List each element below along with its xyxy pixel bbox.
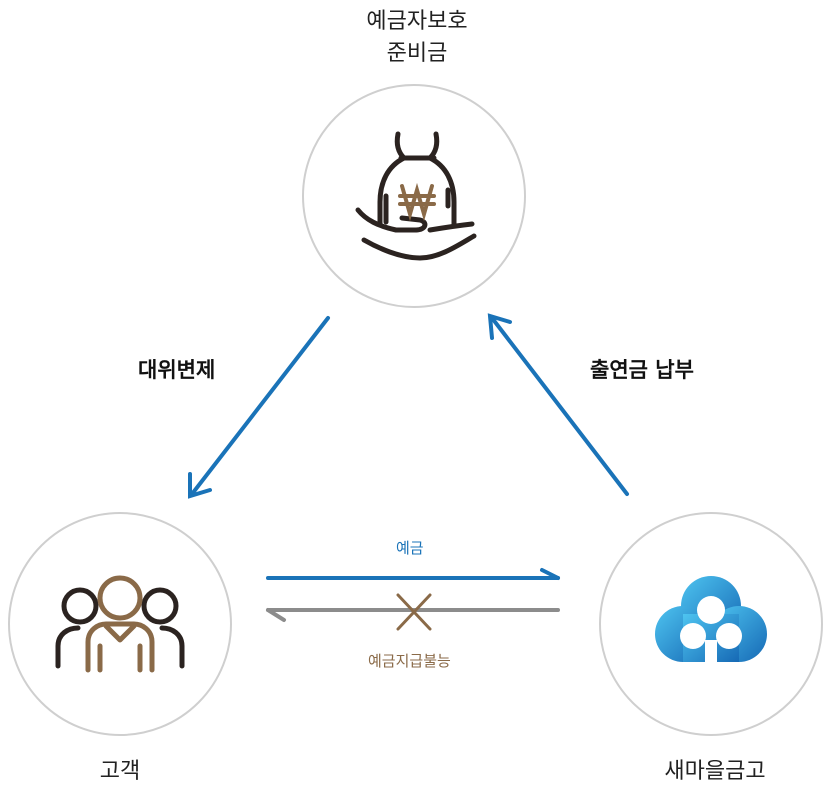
bank-circle bbox=[599, 512, 823, 736]
deposit-label: 예금 bbox=[396, 539, 424, 557]
no-payment-label: 예금지급불능 bbox=[368, 652, 451, 670]
right-arrow bbox=[487, 313, 629, 496]
mg-cloud-logo-icon bbox=[655, 576, 767, 664]
x-mark-icon bbox=[396, 593, 432, 631]
fund-label-line1: 예금자보호 bbox=[366, 9, 468, 34]
left-arrow bbox=[188, 316, 330, 499]
fund-label: 예금자보호 준비금 bbox=[317, 6, 517, 70]
fund-label-line2: 준비금 bbox=[386, 41, 448, 66]
customer-circle bbox=[8, 512, 232, 736]
bank-label: 새마을금고 bbox=[664, 759, 766, 784]
right-arrow-label: 출연금 납부 bbox=[590, 358, 694, 382]
customer-label: 고객 bbox=[99, 759, 141, 784]
money-bag-in-hand-icon bbox=[355, 131, 477, 261]
people-group-icon bbox=[55, 575, 185, 673]
left-arrow-label: 대위변제 bbox=[138, 358, 216, 382]
deposit-arrow bbox=[266, 568, 560, 580]
fund-circle bbox=[302, 84, 526, 308]
